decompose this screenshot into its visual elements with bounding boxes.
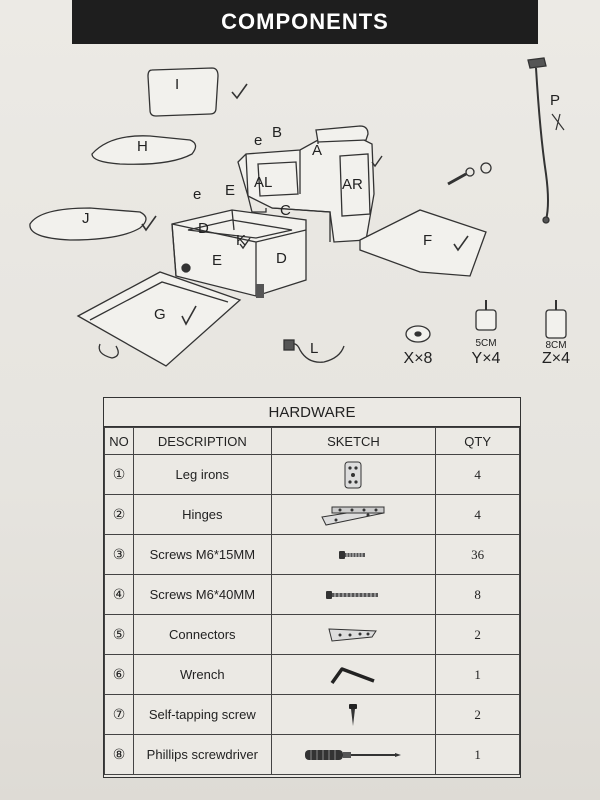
row-qty: 4 — [435, 454, 520, 495]
row-sketch — [270, 694, 437, 735]
part-label-b: B — [272, 124, 283, 141]
hardware-table-panel: HARDWARE NO DESCRIPTION SKETCH QTY ① Leg… — [103, 397, 521, 778]
table-row: ⑤ Connectors 2 — [104, 614, 520, 655]
self-tapping-screw-icon — [349, 703, 358, 726]
header-description: DESCRIPTION — [132, 427, 272, 455]
table-row: ⑧ Phillips screwdriver 1 — [104, 734, 520, 775]
row-qty: 1 — [435, 654, 520, 695]
long-screw-icon — [326, 590, 379, 599]
table-row: ③ Screws M6*15MM 36 — [104, 534, 520, 575]
row-description: Screws M6*40MM — [132, 574, 272, 615]
row-number: ④ — [104, 574, 134, 615]
hardware-title: HARDWARE — [104, 398, 520, 427]
part-label-f: F — [423, 232, 433, 249]
row-description: Hinges — [132, 494, 272, 535]
part-label-h: H — [137, 138, 148, 155]
part-label-k: K — [236, 232, 247, 249]
phillips-screwdriver-icon — [305, 749, 402, 760]
part-label-e-box: E — [225, 182, 236, 199]
leg-y-size: 5CM — [475, 338, 497, 349]
row-sketch — [270, 574, 437, 615]
row-sketch — [270, 734, 437, 775]
row-number: ② — [104, 494, 134, 535]
leg-iron-plate-icon — [344, 461, 362, 488]
row-qty: 8 — [435, 574, 520, 615]
row-number: ⑧ — [104, 734, 134, 775]
table-row: ① Leg irons 4 — [104, 454, 520, 495]
row-description: Connectors — [132, 614, 272, 655]
row-sketch — [270, 494, 437, 535]
table-row: ④ Screws M6*40MM 8 — [104, 574, 520, 615]
table-row: ⑦ Self-tapping screw 2 — [104, 694, 520, 735]
short-screw-icon — [339, 550, 366, 559]
part-label-al: AL — [254, 174, 273, 191]
row-number: ⑦ — [104, 694, 134, 735]
hinge-icon — [321, 505, 385, 526]
row-description: Leg irons — [132, 454, 272, 495]
part-label-d-right: D — [276, 250, 287, 267]
leg-y-qty: Y×4 — [471, 350, 501, 367]
row-description: Self-tapping screw — [132, 694, 272, 735]
header-sketch: SKETCH — [270, 427, 437, 455]
components-diagram: I H J G F A B e AL AR C E e D K E D P L … — [0, 44, 600, 390]
hardware-table: NO DESCRIPTION SKETCH QTY ① Leg irons 4 … — [104, 427, 520, 775]
row-qty: 1 — [435, 734, 520, 775]
row-number: ③ — [104, 534, 134, 575]
part-label-e-upper: e — [254, 132, 263, 149]
part-label-i: I — [175, 76, 180, 93]
part-label-c: C — [280, 202, 291, 219]
row-description: Screws M6*15MM — [132, 534, 272, 575]
part-label-j: J — [82, 210, 90, 227]
page-title: COMPONENTS — [221, 9, 389, 34]
table-row: ② Hinges 4 — [104, 494, 520, 535]
title-banner: COMPONENTS — [72, 0, 538, 44]
leg-z-size: 8CM — [545, 340, 567, 351]
part-label-g: G — [154, 306, 166, 323]
header-no: NO — [104, 427, 134, 455]
row-description: Phillips screwdriver — [132, 734, 272, 775]
part-label-d-left: D — [198, 220, 209, 237]
row-qty: 2 — [435, 614, 520, 655]
washer-qty: X×8 — [403, 350, 433, 367]
components-illustration — [29, 57, 567, 367]
row-number: ⑥ — [104, 654, 134, 695]
connector-icon — [328, 627, 378, 642]
table-row: ⑥ Wrench 1 — [104, 654, 520, 695]
row-qty: 36 — [435, 534, 520, 575]
part-label-a: A — [312, 142, 323, 159]
row-sketch — [270, 534, 437, 575]
part-label-e-front: E — [212, 252, 223, 269]
row-sketch — [270, 614, 437, 655]
header-qty: QTY — [435, 427, 520, 455]
row-sketch — [270, 454, 437, 495]
row-number: ① — [104, 454, 134, 495]
part-label-ar: AR — [342, 176, 363, 193]
row-qty: 2 — [435, 694, 520, 735]
part-label-p: P — [550, 92, 561, 109]
part-label-l: L — [310, 340, 319, 357]
row-qty: 4 — [435, 494, 520, 535]
leg-z-qty: Z×4 — [541, 350, 570, 367]
row-sketch — [270, 654, 437, 695]
row-description: Wrench — [132, 654, 272, 695]
allen-wrench-icon — [331, 666, 376, 684]
hardware-header-row: NO DESCRIPTION SKETCH QTY — [104, 427, 520, 455]
row-number: ⑤ — [104, 614, 134, 655]
part-label-e-lower: e — [193, 186, 202, 203]
